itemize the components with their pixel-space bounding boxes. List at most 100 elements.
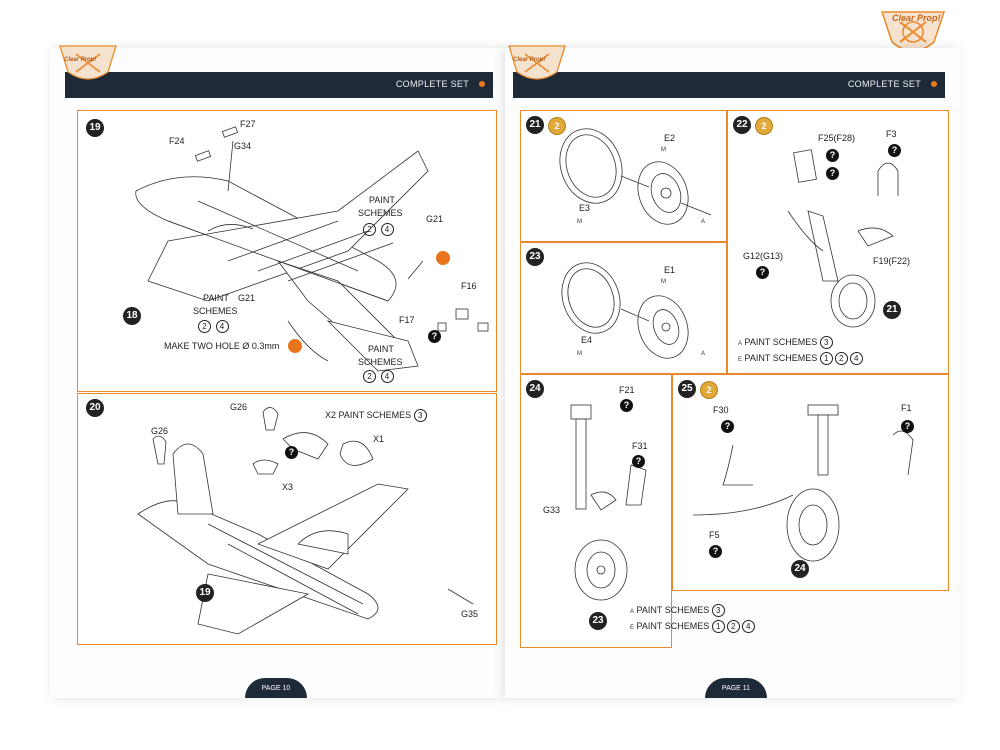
legend-code: E bbox=[630, 625, 635, 631]
scheme-number: 1 bbox=[711, 620, 725, 633]
part-label: X3 bbox=[282, 482, 294, 492]
legend-label: PAINT SCHEMES bbox=[636, 605, 710, 615]
legend-label: PAINT SCHEMES bbox=[744, 337, 818, 347]
part-label: E2 bbox=[664, 133, 676, 143]
drill-note: MAKE TWO HOLE Ø 0.3mm bbox=[164, 341, 280, 351]
main-gear-diagram bbox=[570, 404, 647, 601]
step-number: 20 bbox=[86, 399, 104, 417]
ref-step-badge: 24 bbox=[791, 560, 809, 578]
paint-schemes-label: PAINT bbox=[369, 195, 395, 205]
scheme-numbers: 2 4 bbox=[363, 370, 396, 383]
part-label: X1 bbox=[373, 434, 385, 444]
page-number-tab: PAGE 11 bbox=[705, 678, 767, 698]
paint-letter: M bbox=[577, 219, 582, 225]
logo-text: Clear Prop! bbox=[64, 57, 97, 63]
drill-icon bbox=[436, 251, 450, 265]
part-label: G12(G13) bbox=[743, 251, 784, 261]
paint-schemes-label: SCHEMES bbox=[358, 357, 403, 367]
part-label: F27 bbox=[240, 119, 256, 129]
part-label: G21 bbox=[238, 293, 256, 303]
question-icon: ? bbox=[285, 446, 298, 459]
step-number: 22 bbox=[733, 116, 751, 134]
question-icon: ? bbox=[620, 399, 633, 412]
scheme-number: 2 bbox=[363, 223, 376, 236]
gold-badge: 2 bbox=[548, 117, 566, 135]
question-icon: ? bbox=[888, 144, 901, 157]
step-number: 24 bbox=[526, 380, 544, 398]
question-icon: ? bbox=[756, 266, 769, 279]
legend-code: A bbox=[630, 609, 635, 615]
step-22-panel: 22 2 F25(F28) ? ? F3 ? G12(G13) ? F19(F2… bbox=[727, 110, 949, 374]
question-icon: ? bbox=[901, 420, 914, 433]
scheme-number: 3 bbox=[819, 336, 833, 349]
clear-prop-logo-icon bbox=[508, 45, 566, 80]
legend-row: A PAINT SCHEMES 3 bbox=[630, 604, 727, 617]
left-page: COMPLETE SET Clear Prop! 19 bbox=[50, 45, 505, 698]
paint-schemes-label: PAINT bbox=[368, 344, 394, 354]
paint-letter: M bbox=[661, 279, 666, 285]
landing-gear-diagram bbox=[787, 149, 899, 328]
scheme-number: 4 bbox=[380, 223, 394, 236]
scheme-number: 2 bbox=[363, 370, 376, 383]
paint-letter: M bbox=[577, 351, 582, 357]
page-header: COMPLETE SET bbox=[513, 72, 945, 98]
part-label: G26 bbox=[151, 426, 169, 436]
step-25-panel: 25 2 F30 ? F1 ? F5 ? 24 bbox=[672, 374, 949, 591]
legend-code: E bbox=[738, 357, 743, 363]
x2-paint-label: X2 PAINT SCHEMES 3 bbox=[325, 409, 429, 422]
step-19-panel: 19 F27 F24 G34 PAINT SCHEMES 2 bbox=[77, 110, 497, 392]
part-label: E4 bbox=[581, 335, 593, 345]
wheel-diagram bbox=[561, 262, 689, 359]
step-number: 25 bbox=[678, 380, 696, 398]
gold-badge: 2 bbox=[755, 117, 773, 135]
paint-schemes-label: PAINT bbox=[203, 293, 229, 303]
part-label: F30 bbox=[713, 405, 729, 415]
scheme-number: 4 bbox=[741, 620, 755, 633]
paint-letter: A bbox=[701, 219, 706, 225]
legend-row: A PAINT SCHEMES 3 bbox=[738, 336, 835, 349]
scheme-number: 3 bbox=[711, 604, 725, 617]
part-label: G33 bbox=[543, 505, 561, 515]
question-icon: ? bbox=[826, 149, 839, 162]
paint-letter: A bbox=[701, 351, 706, 357]
scheme-number: 4 bbox=[380, 370, 394, 383]
part-label: F1 bbox=[901, 403, 912, 413]
part-label: F19(F22) bbox=[873, 256, 911, 266]
aircraft-side-view-diagram bbox=[137, 407, 474, 635]
scheme-numbers: 2 4 bbox=[198, 320, 231, 333]
ref-step-badge: 18 bbox=[123, 307, 141, 325]
question-icon: ? bbox=[632, 455, 645, 468]
part-label: F31 bbox=[632, 441, 648, 451]
x2-paint-text: X2 PAINT SCHEMES bbox=[325, 410, 412, 420]
legend-label: PAINT SCHEMES bbox=[636, 621, 710, 631]
gold-badge: 2 bbox=[700, 381, 718, 399]
legend-code: A bbox=[738, 341, 743, 347]
scheme-number: 3 bbox=[413, 409, 427, 422]
scheme-number: 4 bbox=[849, 352, 863, 365]
logo-text: Clear Prop! bbox=[513, 57, 546, 63]
part-label: G35 bbox=[461, 609, 479, 619]
scheme-number: 2 bbox=[834, 352, 848, 365]
part-label: F24 bbox=[169, 136, 185, 146]
part-label: G21 bbox=[426, 214, 444, 224]
aircraft-top-view-diagram bbox=[135, 126, 489, 372]
question-icon: ? bbox=[428, 330, 441, 343]
ref-step-badge: 21 bbox=[883, 301, 901, 319]
part-label: F3 bbox=[886, 129, 897, 139]
part-label: F17 bbox=[399, 315, 415, 325]
scheme-number: 2 bbox=[198, 320, 211, 333]
part-label: E1 bbox=[664, 265, 676, 275]
clear-prop-logo-icon bbox=[59, 45, 117, 80]
scheme-number: 1 bbox=[819, 352, 833, 365]
right-page: COMPLETE SET Clear Prop! 21 2 E2 M E3 M … bbox=[505, 45, 960, 698]
scheme-number: 2 bbox=[726, 620, 740, 633]
scheme-number: 4 bbox=[215, 320, 229, 333]
step-number: 21 bbox=[526, 116, 544, 134]
question-icon: ? bbox=[709, 545, 722, 558]
header-title: COMPLETE SET bbox=[847, 79, 921, 89]
step-number: 19 bbox=[86, 119, 104, 137]
paint-schemes-label: SCHEMES bbox=[193, 306, 238, 316]
page-header: COMPLETE SET bbox=[65, 72, 493, 98]
